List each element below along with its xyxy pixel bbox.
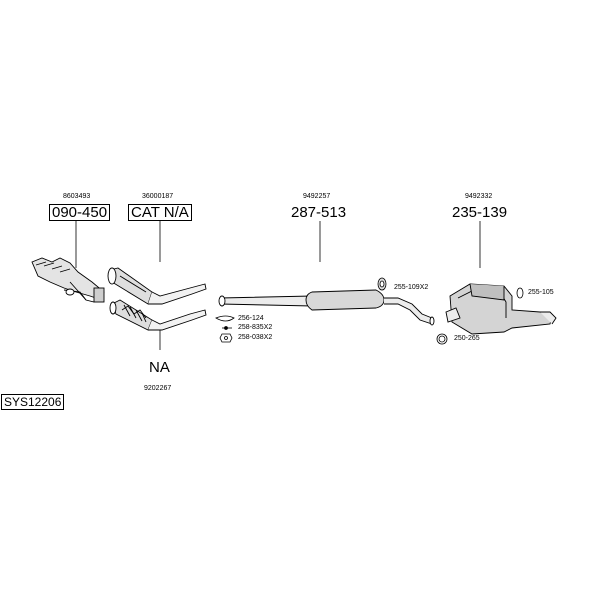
code-rear[interactable]: 235-139 bbox=[452, 204, 508, 221]
code-manifold[interactable]: 090-450 bbox=[49, 204, 111, 221]
oem-middle: 9492257 bbox=[303, 193, 331, 200]
exhaust-manifold-drawing bbox=[31, 257, 105, 303]
part-258-835x2[interactable]: 258-835X2 bbox=[238, 324, 273, 331]
catalyst-drawing bbox=[107, 267, 207, 305]
part-258-038x2[interactable]: 258-038X2 bbox=[238, 334, 273, 341]
rear-silencer-drawing bbox=[445, 283, 557, 335]
gasket-icon bbox=[215, 315, 235, 322]
part-255-109x2[interactable]: 255-109X2 bbox=[394, 284, 429, 291]
small-parts bbox=[215, 277, 524, 345]
system-code: SYS12206 bbox=[1, 394, 65, 410]
oem-manifold: 8603493 bbox=[63, 193, 91, 200]
oem-front-pipe: 9202267 bbox=[144, 385, 172, 392]
code-front-pipe[interactable]: NA bbox=[149, 359, 170, 376]
part-255-105[interactable]: 255-105 bbox=[528, 289, 554, 296]
middle-silencer-drawing bbox=[218, 289, 435, 326]
oem-rear: 9492332 bbox=[465, 193, 493, 200]
part-250-265[interactable]: 250-265 bbox=[454, 335, 480, 342]
code-middle[interactable]: 287-513 bbox=[291, 204, 347, 221]
oem-catalyst: 36000187 bbox=[142, 193, 174, 200]
code-catalyst[interactable]: CAT N/A bbox=[128, 204, 192, 221]
front-pipe-drawing bbox=[109, 299, 207, 331]
rubber-ring-icon bbox=[516, 287, 524, 299]
part-256-124[interactable]: 256-124 bbox=[238, 315, 264, 322]
